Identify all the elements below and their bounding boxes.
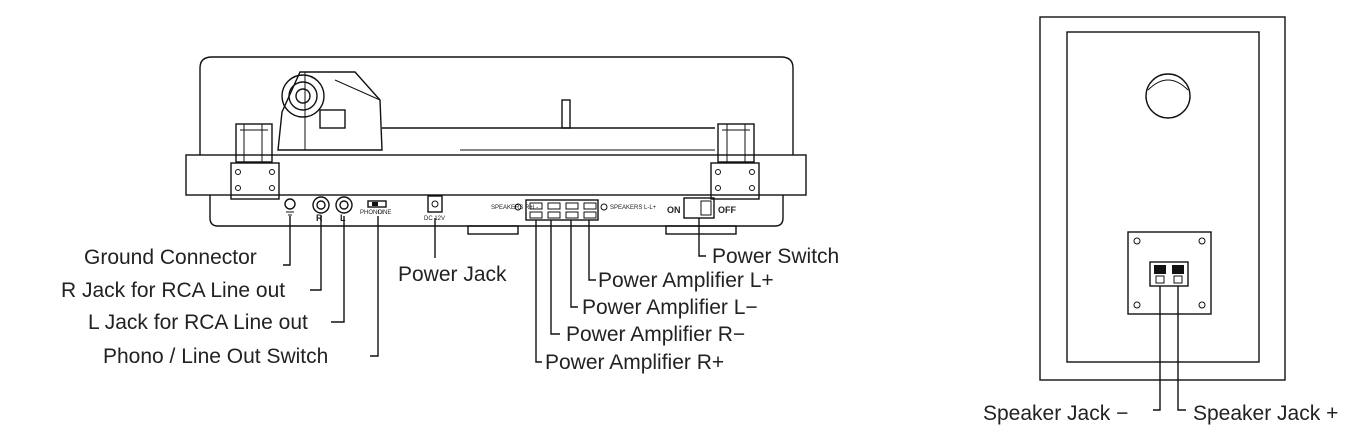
speakers-right-mark: SPEAKERS L-L+ [610, 205, 657, 211]
speaker-terminal-pair[interactable] [1149, 261, 1189, 287]
on-mark: ON [667, 205, 681, 215]
label-ground-connector: Ground Connector [84, 246, 257, 269]
turntable-drawing [185, 56, 807, 235]
label-phono-switch: Phono / Line Out Switch [103, 345, 328, 368]
dc-power-jack[interactable] [427, 195, 443, 213]
l-jack-mark: L [340, 213, 346, 223]
off-mark: OFF [718, 205, 736, 215]
r-rca-jack[interactable] [312, 196, 330, 214]
label-amp-r-minus: Power Amplifier R− [566, 323, 745, 346]
label-speaker-jack-plus: Speaker Jack + [1193, 402, 1338, 425]
power-switch-control[interactable] [683, 197, 715, 219]
speaker-leader-lines [1153, 286, 1186, 411]
speakers-left-mark: SPEAKERS R+L- [491, 205, 538, 211]
label-amp-l-plus: Power Amplifier L+ [598, 269, 774, 292]
speaker-rear-drawing [1039, 16, 1286, 381]
l-rca-jack[interactable] [335, 196, 353, 214]
label-power-switch: Power Switch [712, 245, 839, 268]
speaker-terminal-block[interactable] [525, 199, 599, 221]
line-mark: LINE [378, 210, 391, 216]
r-jack-mark: R [316, 213, 323, 223]
label-speaker-jack-minus: Speaker Jack − [983, 402, 1128, 425]
label-r-jack: R Jack for RCA Line out [61, 279, 285, 302]
label-amp-r-plus: Power Amplifier R+ [545, 351, 724, 374]
leader-lines [283, 216, 706, 363]
label-l-jack: L Jack for RCA Line out [88, 311, 308, 334]
ground-connector-port[interactable] [284, 198, 296, 216]
phono-mark: PHONO [360, 210, 382, 216]
phono-line-switch[interactable] [367, 200, 387, 208]
label-amp-l-minus: Power Amplifier L− [582, 296, 758, 319]
label-power-jack: Power Jack [398, 263, 507, 286]
